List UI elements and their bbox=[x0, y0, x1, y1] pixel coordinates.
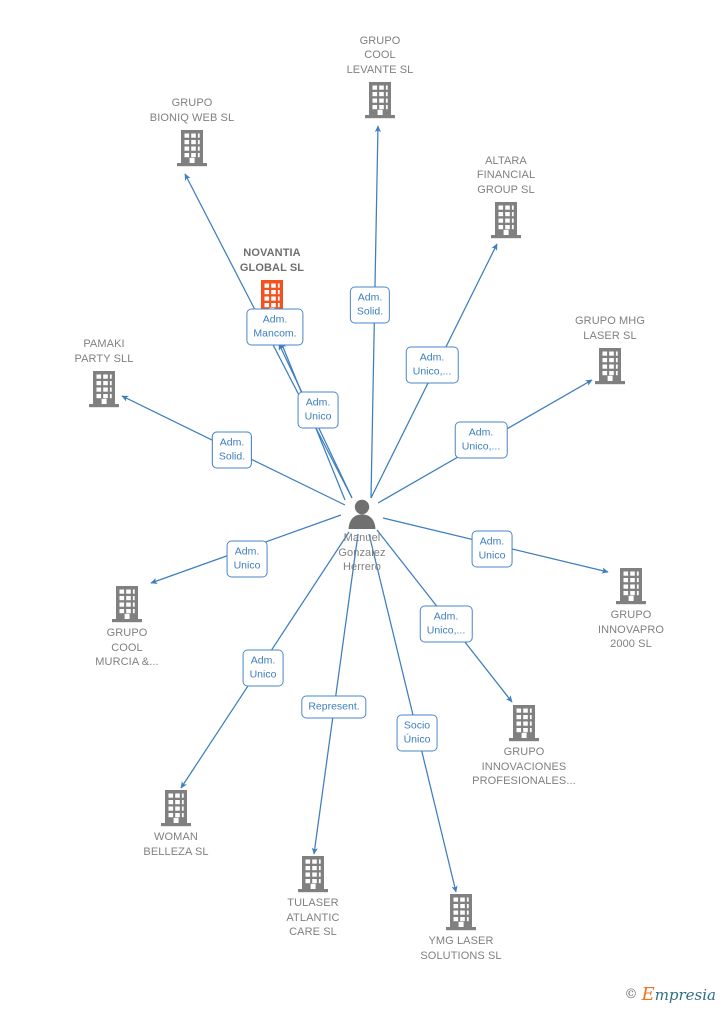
graph-node-label: NOVANTIA GLOBAL SL bbox=[239, 247, 305, 274]
graph-node-grupo-innovaciones-profesionales[interactable]: GRUPO INNOVACIONES PROFESIONALES... bbox=[449, 703, 599, 789]
graph-node-ymg-laser-solutions[interactable]: YMG LASER SOLUTIONS SL bbox=[386, 892, 536, 963]
edge-label-edge-woman-belleza[interactable]: Adm. Unico bbox=[242, 649, 284, 687]
building-icon bbox=[29, 369, 179, 409]
building-icon bbox=[238, 854, 388, 894]
graph-node-label: YMG LASER SOLUTIONS SL bbox=[420, 935, 502, 962]
graph-node-grupo-bioniq-web[interactable]: GRUPO BIONIQ WEB SL bbox=[117, 96, 267, 168]
edge-label-edge-novantia[interactable]: Adm. Unico bbox=[297, 391, 339, 429]
building-icon bbox=[117, 128, 267, 168]
building-icon bbox=[101, 788, 251, 828]
edge-label-edge-mhg-laser[interactable]: Adm. Unico,... bbox=[454, 421, 508, 459]
graph-node-label: TULASER ATLANTIC CARE SL bbox=[286, 897, 340, 938]
brand-name: mpresia bbox=[654, 986, 716, 1004]
building-icon bbox=[305, 80, 455, 120]
graph-node-tulaser-atlantic-care[interactable]: TULASER ATLANTIC CARE SL bbox=[238, 854, 388, 940]
building-icon bbox=[556, 566, 706, 606]
graph-node-label: ALTARA FINANCIAL GROUP SL bbox=[476, 154, 536, 196]
graph-node-label: GRUPO BIONIQ WEB SL bbox=[149, 97, 235, 124]
building-icon bbox=[52, 584, 202, 624]
graph-node-label: GRUPO INNOVACIONES PROFESIONALES... bbox=[472, 746, 576, 787]
graph-node-woman-belleza[interactable]: WOMAN BELLEZA SL bbox=[101, 788, 251, 859]
graph-node-label: GRUPO INNOVAPRO 2000 SL bbox=[597, 609, 665, 650]
building-icon bbox=[431, 200, 581, 240]
graph-node-person[interactable]: Manuel Gonzalez Herrero bbox=[287, 499, 437, 575]
edge-label-edge-cool-murcia[interactable]: Adm. Unico bbox=[226, 540, 268, 578]
building-icon bbox=[535, 346, 685, 386]
graph-edge-edge-ymg-laser bbox=[368, 533, 458, 893]
edge-label-edge-altara[interactable]: Adm. Unico,... bbox=[405, 346, 459, 384]
graph-node-grupo-mhg-laser[interactable]: GRUPO MHG LASER SL bbox=[535, 314, 685, 386]
graph-edge-edge-tulaser bbox=[311, 533, 359, 855]
graph-node-label: Manuel Gonzalez Herrero bbox=[338, 532, 386, 573]
empresia-watermark: © Empresia bbox=[625, 984, 716, 1005]
graph-node-label: PAMAKI PARTY SLL bbox=[74, 338, 134, 365]
graph-node-pamaki-party[interactable]: PAMAKI PARTY SLL bbox=[29, 337, 179, 409]
copyright-symbol: © bbox=[624, 987, 638, 1002]
edge-label-edge-tulaser[interactable]: Represent. bbox=[301, 695, 367, 719]
graph-node-grupo-cool-levante[interactable]: GRUPO COOL LEVANTE SL bbox=[305, 34, 455, 121]
brand-initial: E bbox=[641, 984, 655, 1005]
graph-node-label: GRUPO COOL LEVANTE SL bbox=[346, 34, 414, 76]
person-icon bbox=[287, 499, 437, 529]
graph-node-altara-financial-group[interactable]: ALTARA FINANCIAL GROUP SL bbox=[431, 154, 581, 241]
graph-node-grupo-innovapro-2000[interactable]: GRUPO INNOVAPRO 2000 SL bbox=[556, 566, 706, 652]
graph-node-label: GRUPO COOL MURCIA &... bbox=[95, 627, 159, 668]
graph-node-grupo-cool-murcia[interactable]: GRUPO COOL MURCIA &... bbox=[52, 584, 202, 670]
edge-label-edge-innovaciones[interactable]: Adm. Unico,... bbox=[419, 605, 473, 643]
graph-node-novantia-global[interactable]: NOVANTIA GLOBAL SL bbox=[197, 246, 347, 318]
edge-label-edge-ymg-laser[interactable]: Socio Único bbox=[396, 714, 438, 752]
building-icon bbox=[449, 703, 599, 743]
edge-label-edge-innovapro[interactable]: Adm. Unico bbox=[471, 530, 513, 568]
edge-label-edge-pamaki[interactable]: Adm. Solid. bbox=[211, 431, 253, 469]
edge-label-edge-novantia-mancom[interactable]: Adm. Mancom. bbox=[246, 308, 304, 346]
graph-node-label: WOMAN BELLEZA SL bbox=[143, 831, 209, 858]
graph-node-label: GRUPO MHG LASER SL bbox=[575, 315, 645, 342]
edge-label-edge-cool-levante[interactable]: Adm. Solid. bbox=[349, 286, 391, 324]
building-icon bbox=[386, 892, 536, 932]
